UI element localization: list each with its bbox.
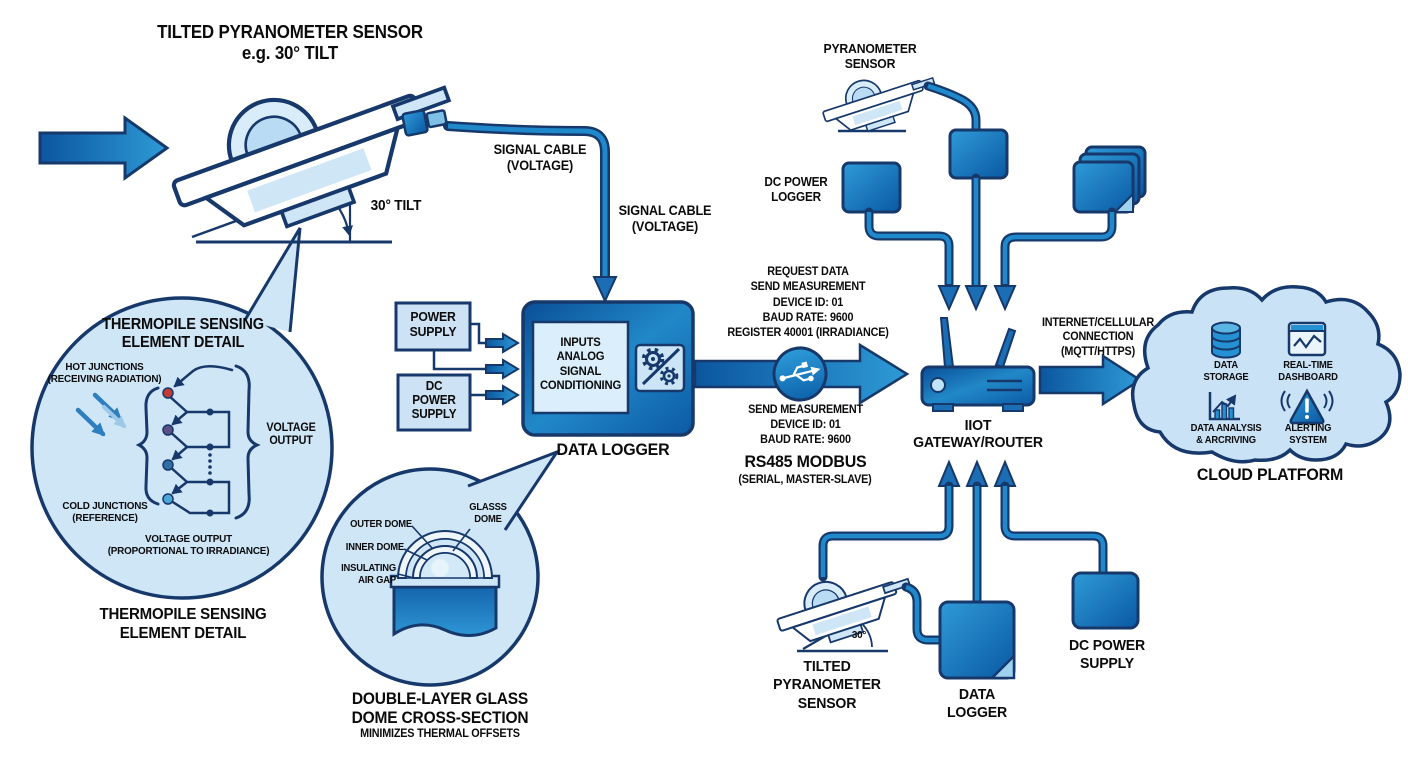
gateway-router-label: IIOT GATEWAY/ROUTER: [913, 417, 1043, 451]
alerting-system-label: ALERTING SYSTEM: [1284, 423, 1332, 446]
data-logger-box: [521, 300, 695, 437]
dc-power-supply-box: [396, 373, 472, 432]
data-logger-caption: DATA LOGGER: [556, 440, 670, 459]
gateway-input-cables: [864, 173, 1117, 312]
cold-junction-dot: [162, 493, 174, 505]
modbus-protocol-label: RS485 MODBUS: [744, 452, 867, 471]
tilted-pyranometer-bottom-illustration: [769, 555, 921, 657]
inputs-panel: [531, 320, 630, 415]
dome-detail-bubble: [320, 448, 561, 687]
inputs-panel-label: INPUTS ANALOG SIGNAL CONDITIONING: [539, 335, 622, 393]
cloud-shape: [1130, 285, 1402, 464]
signal-cable: [443, 121, 618, 304]
power-connector-arrows: [485, 332, 520, 406]
dc-power-logger-label: DC POWER LOGGER: [764, 175, 828, 204]
router-icon: [920, 317, 1036, 412]
dome-caption: DOUBLE-LAYER GLASS DOME CROSS-SECTION: [351, 690, 529, 727]
dome-subcaption: MINIMIZES THERMAL OFFSETS: [360, 728, 520, 740]
voltage-output-note-label: VOLTAGE OUTPUT (PROPORTIONAL TO IRRADIAN…: [107, 533, 270, 558]
chart-icon: [1208, 392, 1240, 421]
dashboard-icon: [1287, 321, 1327, 357]
thermopile-caption: THERMOPILE SENSING ELEMENT DETAIL: [99, 606, 267, 642]
glass-dome-label: GLASSS DOME: [469, 502, 507, 525]
radiation-arrow-icon: [92, 392, 123, 422]
realtime-dashboard-label: REAL-TIME DASHBOARD: [1278, 360, 1338, 383]
left-flow-arrow-icon: [38, 115, 170, 181]
pyranometer-sensor-label: PYRANOMETER SENSOR: [823, 41, 917, 72]
bottom-tilt-angle-label: 30°: [851, 629, 867, 641]
folded-corner: [988, 652, 1016, 680]
cloud-platform-caption: CLOUD PLATFORM: [1196, 465, 1344, 484]
folded-corner: [1112, 191, 1134, 213]
junction-dot: [162, 424, 174, 436]
outer-dome-label: OUTER DOME: [350, 519, 412, 530]
bottom-dc-power-supply-square: [1071, 571, 1140, 630]
cold-junctions-label: COLD JUNCTIONS (REFERENCE): [62, 500, 148, 525]
usb-icon: [772, 346, 828, 402]
modbus-protocol-note: (SERIAL, MASTER-SLAVE): [738, 474, 872, 486]
hot-junctions-label: HOT JUNCTIONS (RECEIVING RADIATION): [47, 361, 162, 386]
top-left-sensor-title: TILTED PYRANOMETER SENSOR e.g. 30° TILT: [157, 22, 423, 63]
hot-junction-dot: [162, 387, 174, 399]
insulating-air-gap-label: INSULATING AIR GAP: [341, 563, 396, 586]
down-arrowhead-icon: [964, 285, 988, 312]
modbus-response-label: SEND MEASUREMENT DEVICE ID: 01 BAUD RATE…: [748, 404, 863, 446]
bottom-data-logger-label: DATA LOGGER: [947, 686, 1007, 722]
sensor-to-logger-cable: [923, 81, 981, 136]
voltage-output-side-label: VOLTAGE OUTPUT: [266, 422, 316, 448]
antenna-icon: [939, 317, 955, 368]
tilted-pyranometer-illustration: [157, 41, 470, 258]
internet-connection-label: INTERNET/CELLULAR CONNECTION (MQTT/HTTPS…: [1041, 317, 1155, 358]
antenna-icon: [994, 327, 1017, 369]
cable-connector-icon: [401, 109, 448, 137]
dc-power-logger-square: [841, 161, 902, 214]
bottom-data-logger-square: [938, 600, 1016, 680]
cable-arrowhead-icon: [592, 276, 618, 304]
down-arrowhead-icon: [993, 285, 1017, 312]
pyranometer-sensor-small-illustration: [816, 58, 943, 144]
dc-power-supply-label: DC POWER SUPPLY: [411, 379, 457, 421]
power-supply-label: POWER SUPPLY: [409, 309, 457, 339]
sensor-logger-square: [948, 128, 1009, 180]
power-supply-box: [394, 301, 520, 432]
junction-dot: [162, 459, 174, 471]
internet-arrow: [1038, 353, 1143, 407]
data-analysis-label: DATA ANALYSIS & ARCRIVING: [1190, 423, 1262, 446]
signal-cable-label-side: SIGNAL CABLE (VOLTAGE): [618, 203, 712, 234]
rs485-arrow: [693, 342, 910, 406]
thermopile-bubble-title: THERMOPILE SENSING ELEMENT DETAIL: [102, 316, 264, 351]
database-icon: [1211, 321, 1241, 359]
bottom-tilted-sensor-label: TILTED PYRANOMETER SENSOR: [773, 658, 881, 712]
modbus-request-label: REQUEST DATA SEND MEASUREMENT DEVICE ID:…: [727, 266, 889, 340]
gateway-bottom-cables: [818, 459, 1108, 606]
right-brace: [234, 364, 261, 520]
leader-lines: [397, 525, 471, 579]
signal-cable-label-top: SIGNAL CABLE (VOLTAGE): [493, 142, 587, 173]
bottom-sensor-cable: [901, 582, 945, 645]
radiation-arrow-icon: [102, 405, 127, 429]
tilt-angle-label: 30° TILT: [370, 198, 422, 214]
thermopile-detail-bubble: [30, 227, 334, 600]
thermopile-circuit: [75, 364, 261, 520]
data-storage-label: DATA STORAGE: [1203, 360, 1249, 383]
gears-icon: [634, 343, 686, 393]
stacked-loggers-square: [1072, 145, 1147, 214]
left-brace: [135, 386, 160, 506]
inner-dome-label: INNER DOME: [345, 542, 404, 553]
alert-icon: [1280, 388, 1334, 425]
bottom-dc-power-supply-label: DC POWER SUPPLY: [1068, 637, 1146, 673]
down-arrowhead-icon: [937, 285, 961, 312]
radiation-arrow-icon: [75, 407, 106, 437]
dome-cross-section: [389, 530, 501, 637]
